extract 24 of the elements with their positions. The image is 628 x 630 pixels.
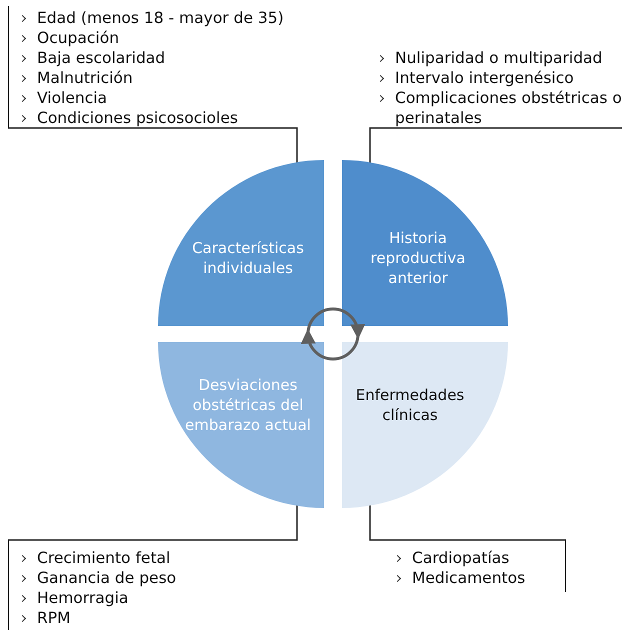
leader-line [8,127,298,163]
list-item: Complicaciones obstétricas o perinatales [378,88,622,128]
list-item: Baja escolaridad [9,48,308,68]
list-item: Edad (menos 18 - mayor de 35) [9,8,308,28]
list-item: Cardiopatías [380,548,565,568]
segment-label: Enfermedades clínicas [354,385,466,425]
list-item: Ganancia de peso [9,568,298,588]
list-item: Crecimiento fetal [9,548,298,568]
cycle-arrow [301,328,360,360]
segment-label: Características individuales [191,238,305,278]
leader-line [8,505,298,541]
segment-label: Historia reproductiva anterior [370,228,466,288]
list-item: Nuliparidad o multiparidad [378,48,622,68]
list-item: Malnutrición [9,68,308,88]
list-item: Hemorragia [9,588,298,608]
leader-line [369,505,566,541]
list-item: Condiciones psicosocioles [9,108,308,128]
list-item: Violencia [9,88,308,108]
list-item: Intervalo intergenésico [378,68,622,88]
list-item: Ocupación [9,28,308,48]
list-item: RPM [9,608,298,628]
list-item: Medicamentos [380,568,565,588]
segment-label: Desviaciones obstétricas del embarazo actual [184,375,312,435]
leader-line [369,127,622,163]
